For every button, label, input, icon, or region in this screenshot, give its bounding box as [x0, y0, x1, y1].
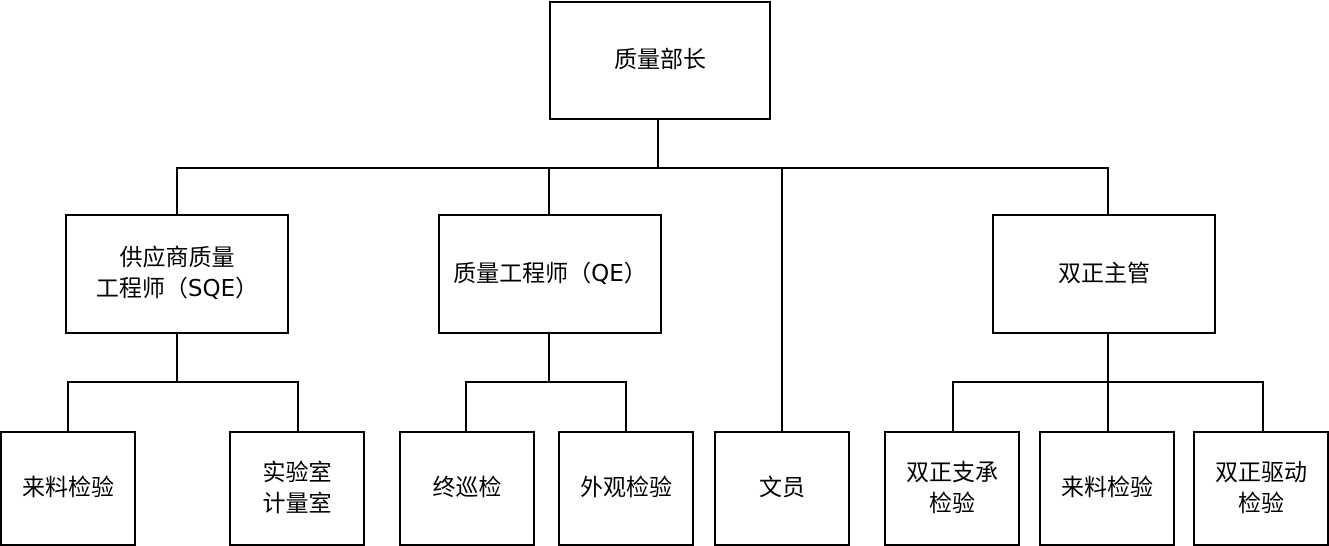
node-label-line: 计量室 — [262, 490, 332, 517]
node-label: 来料检验 — [1061, 475, 1153, 501]
node-label-line: 双正驱动 — [1215, 459, 1307, 486]
node-label: 终巡检 — [432, 475, 502, 501]
node-label: 质量部长 — [614, 47, 706, 73]
node-drive-inspection: 双正驱动 检验 — [1193, 431, 1329, 546]
node-clerk: 文员 — [714, 431, 850, 546]
node-quality-director: 质量部长 — [549, 1, 771, 120]
node-label: 文员 — [759, 475, 805, 501]
node-label-line: 工程师（SQE） — [95, 276, 259, 302]
node-incoming-inspection: 来料检验 — [0, 431, 136, 546]
node-incoming-inspection-2: 来料检验 — [1039, 431, 1175, 546]
node-label-line: 检验 — [929, 490, 975, 517]
node-label: 双正主管 — [1058, 260, 1150, 287]
node-lab-metrology: 实验室 计量室 — [229, 431, 365, 546]
node-support-inspection: 双正支承 检验 — [884, 431, 1020, 546]
node-label: 外观检验 — [580, 475, 672, 501]
node-label-line: 双正支承 — [906, 459, 998, 486]
node-label-line: 实验室 — [262, 459, 332, 486]
node-final-patrol-inspection: 终巡检 — [399, 431, 535, 546]
node-dual-supervisor: 双正主管 — [992, 214, 1216, 334]
node-sqe: 供应商质量 工程师（SQE） — [65, 214, 289, 334]
node-appearance-inspection: 外观检验 — [558, 431, 694, 546]
node-label: 来料检验 — [22, 475, 114, 501]
node-qe: 质量工程师（QE） — [438, 214, 662, 334]
node-label-line: 检验 — [1238, 490, 1284, 517]
node-label: 质量工程师（QE） — [453, 260, 647, 287]
node-label-line: 供应商质量 — [119, 245, 235, 271]
